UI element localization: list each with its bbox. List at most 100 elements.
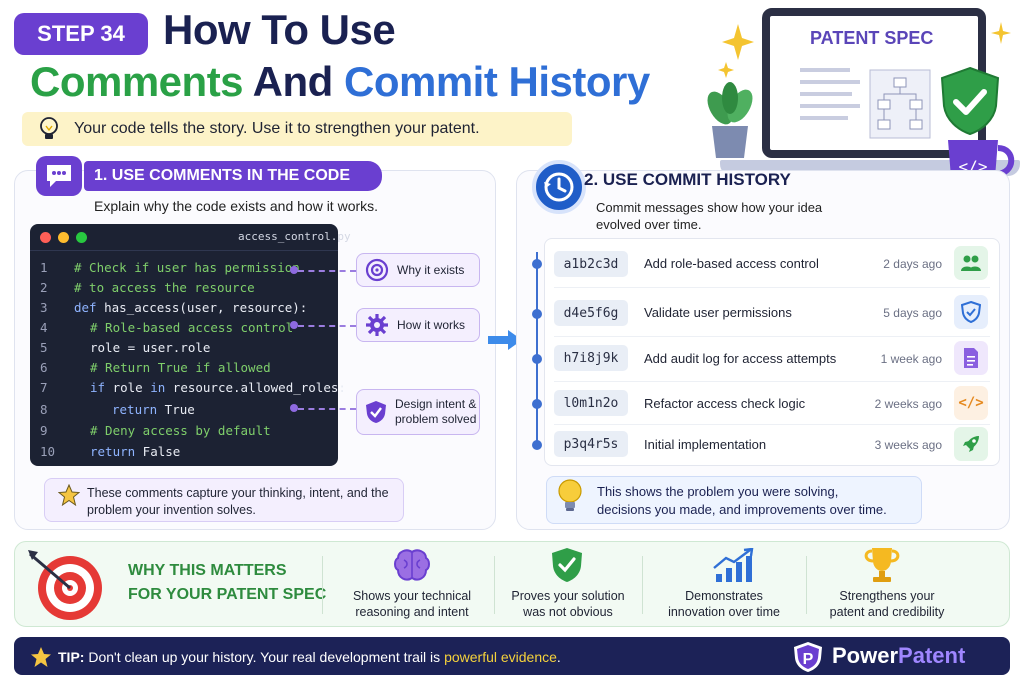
maximize-dot-icon — [76, 232, 87, 243]
commit-time: 2 days ago — [883, 257, 942, 271]
timeline-dot — [532, 440, 542, 450]
commit-hash[interactable]: l0m1n2o — [554, 390, 628, 416]
shield-check-icon — [954, 295, 988, 329]
shield-check-icon — [938, 66, 1002, 136]
target-icon — [365, 258, 389, 282]
title-word-comments: Comments — [30, 58, 243, 105]
code-text: # Check if user has permission — [74, 260, 300, 275]
commit-section-title: 2. USE COMMIT HISTORY — [584, 170, 791, 190]
line-number: 7 — [40, 380, 48, 395]
rocket-icon — [954, 427, 988, 461]
code-text: def has_access(user, resource): — [74, 300, 307, 315]
sparkle-small-icon — [990, 20, 1012, 48]
callout-label: Why it exists — [397, 263, 464, 277]
comments-section-title: 1. USE COMMENTS IN THE CODE — [84, 161, 382, 191]
close-dot-icon — [40, 232, 51, 243]
callout-label: Design intent & — [395, 397, 476, 412]
tip-end: . — [557, 649, 561, 665]
title-word-commit-history: Commit History — [344, 58, 650, 105]
timeline-dot — [532, 309, 542, 319]
growth-chart-icon — [712, 548, 756, 584]
commit-message: Initial implementation — [644, 437, 766, 452]
callout-label: problem solved — [395, 412, 476, 427]
commit-section-subtitle-line2: evolved over time. — [596, 217, 702, 232]
commit-note-line1: This shows the problem you were solving, — [597, 483, 913, 501]
why-item-not-obvious: Proves your solutionwas not obvious — [493, 588, 643, 620]
code-line: 5 role = user.role — [30, 340, 338, 360]
commit-message: Add role-based access control — [644, 256, 819, 271]
users-icon — [954, 246, 988, 280]
why-title: WHY THIS MATTERS FOR YOUR PATENT SPEC — [128, 559, 326, 607]
tip-body: Don't clean up your history. Your real d… — [88, 649, 444, 665]
line-number: 6 — [40, 360, 48, 375]
code-divider — [30, 250, 338, 251]
gear-icon — [365, 313, 389, 337]
code-text: # to access the resource — [74, 280, 255, 295]
commit-message: Add audit log for access attempts — [644, 351, 836, 366]
line-number: 2 — [40, 280, 48, 295]
line-number: 1 — [40, 260, 48, 275]
lightbulb-icon — [36, 115, 62, 143]
code-text: if role in resource.allowed_roles: — [90, 380, 346, 395]
code-text: # Role-based access control — [90, 320, 293, 335]
commit-time: 3 weeks ago — [875, 438, 942, 452]
commit-hash[interactable]: h7i8j9k — [554, 345, 628, 371]
brain-icon — [392, 548, 432, 584]
commit-section-subtitle-line1: Commit messages show how your idea — [596, 200, 822, 215]
why-item-innovation: Demonstratesinnovation over time — [649, 588, 799, 620]
why-title-line2: FOR YOUR PATENT SPEC — [128, 583, 326, 607]
callout-why-it-exists: Why it exists — [356, 253, 480, 287]
row-divider — [554, 287, 990, 288]
tip-highlight: powerful evidence — [444, 649, 557, 665]
row-divider — [554, 424, 990, 425]
line-number: 5 — [40, 340, 48, 355]
connector-line — [298, 325, 356, 327]
code-line: 2 # to access the resource — [30, 280, 338, 300]
document-icon — [954, 341, 988, 375]
code-line: 10 return False — [30, 444, 338, 464]
minimize-dot-icon — [58, 232, 69, 243]
timeline-dot — [532, 259, 542, 269]
tagline: Your code tells the story. Use it to str… — [22, 112, 572, 146]
tip-text: TIP: Don't clean up your history. Your r… — [58, 649, 561, 665]
divider — [806, 556, 807, 614]
code-text: # Return True if allowed — [90, 360, 271, 375]
row-divider — [554, 381, 990, 382]
trophy-icon — [862, 546, 902, 584]
timeline-dot — [532, 354, 542, 364]
document-diagram-icon — [790, 60, 960, 150]
line-number: 3 — [40, 300, 48, 315]
code-text: return True — [112, 402, 195, 417]
callout-design-intent: Design intent & problem solved — [356, 389, 480, 435]
powerpatent-logo-icon: P — [792, 641, 824, 673]
line-number: 8 — [40, 402, 48, 417]
lightbulb-icon — [556, 478, 584, 514]
connector-dot — [290, 404, 298, 412]
connector-line — [298, 270, 356, 272]
tip-label: TIP: — [58, 649, 84, 665]
commit-hash[interactable]: p3q4r5s — [554, 431, 628, 457]
step-badge: STEP 34 — [14, 13, 148, 55]
code-text: return False — [90, 444, 180, 459]
commit-hash[interactable]: a1b2c3d — [554, 251, 628, 277]
code-line: 6 # Return True if allowed — [30, 360, 338, 380]
brand-name: PowerPatent — [832, 643, 965, 669]
plant-icon — [698, 78, 762, 160]
timeline-line — [536, 252, 538, 442]
history-clock-icon — [532, 160, 586, 214]
star-icon — [30, 646, 52, 668]
line-number: 10 — [40, 444, 55, 459]
title-word-and: And — [253, 58, 333, 105]
svg-text:P: P — [803, 651, 814, 668]
sparkle-icon — [718, 20, 758, 80]
page-title-line2: Comments And Commit History — [30, 58, 650, 106]
why-item-technical-reasoning: Shows your technicalreasoning and intent — [337, 588, 487, 620]
commit-time: 1 week ago — [881, 352, 942, 366]
shield-check-icon — [365, 400, 387, 424]
commit-hash[interactable]: d4e5f6g — [554, 300, 628, 326]
commit-note: This shows the problem you were solving,… — [546, 476, 922, 524]
shield-check-icon — [550, 546, 584, 584]
line-number: 9 — [40, 423, 48, 438]
why-item-credibility: Strengthens yourpatent and credibility — [812, 588, 962, 620]
star-icon — [58, 484, 80, 506]
